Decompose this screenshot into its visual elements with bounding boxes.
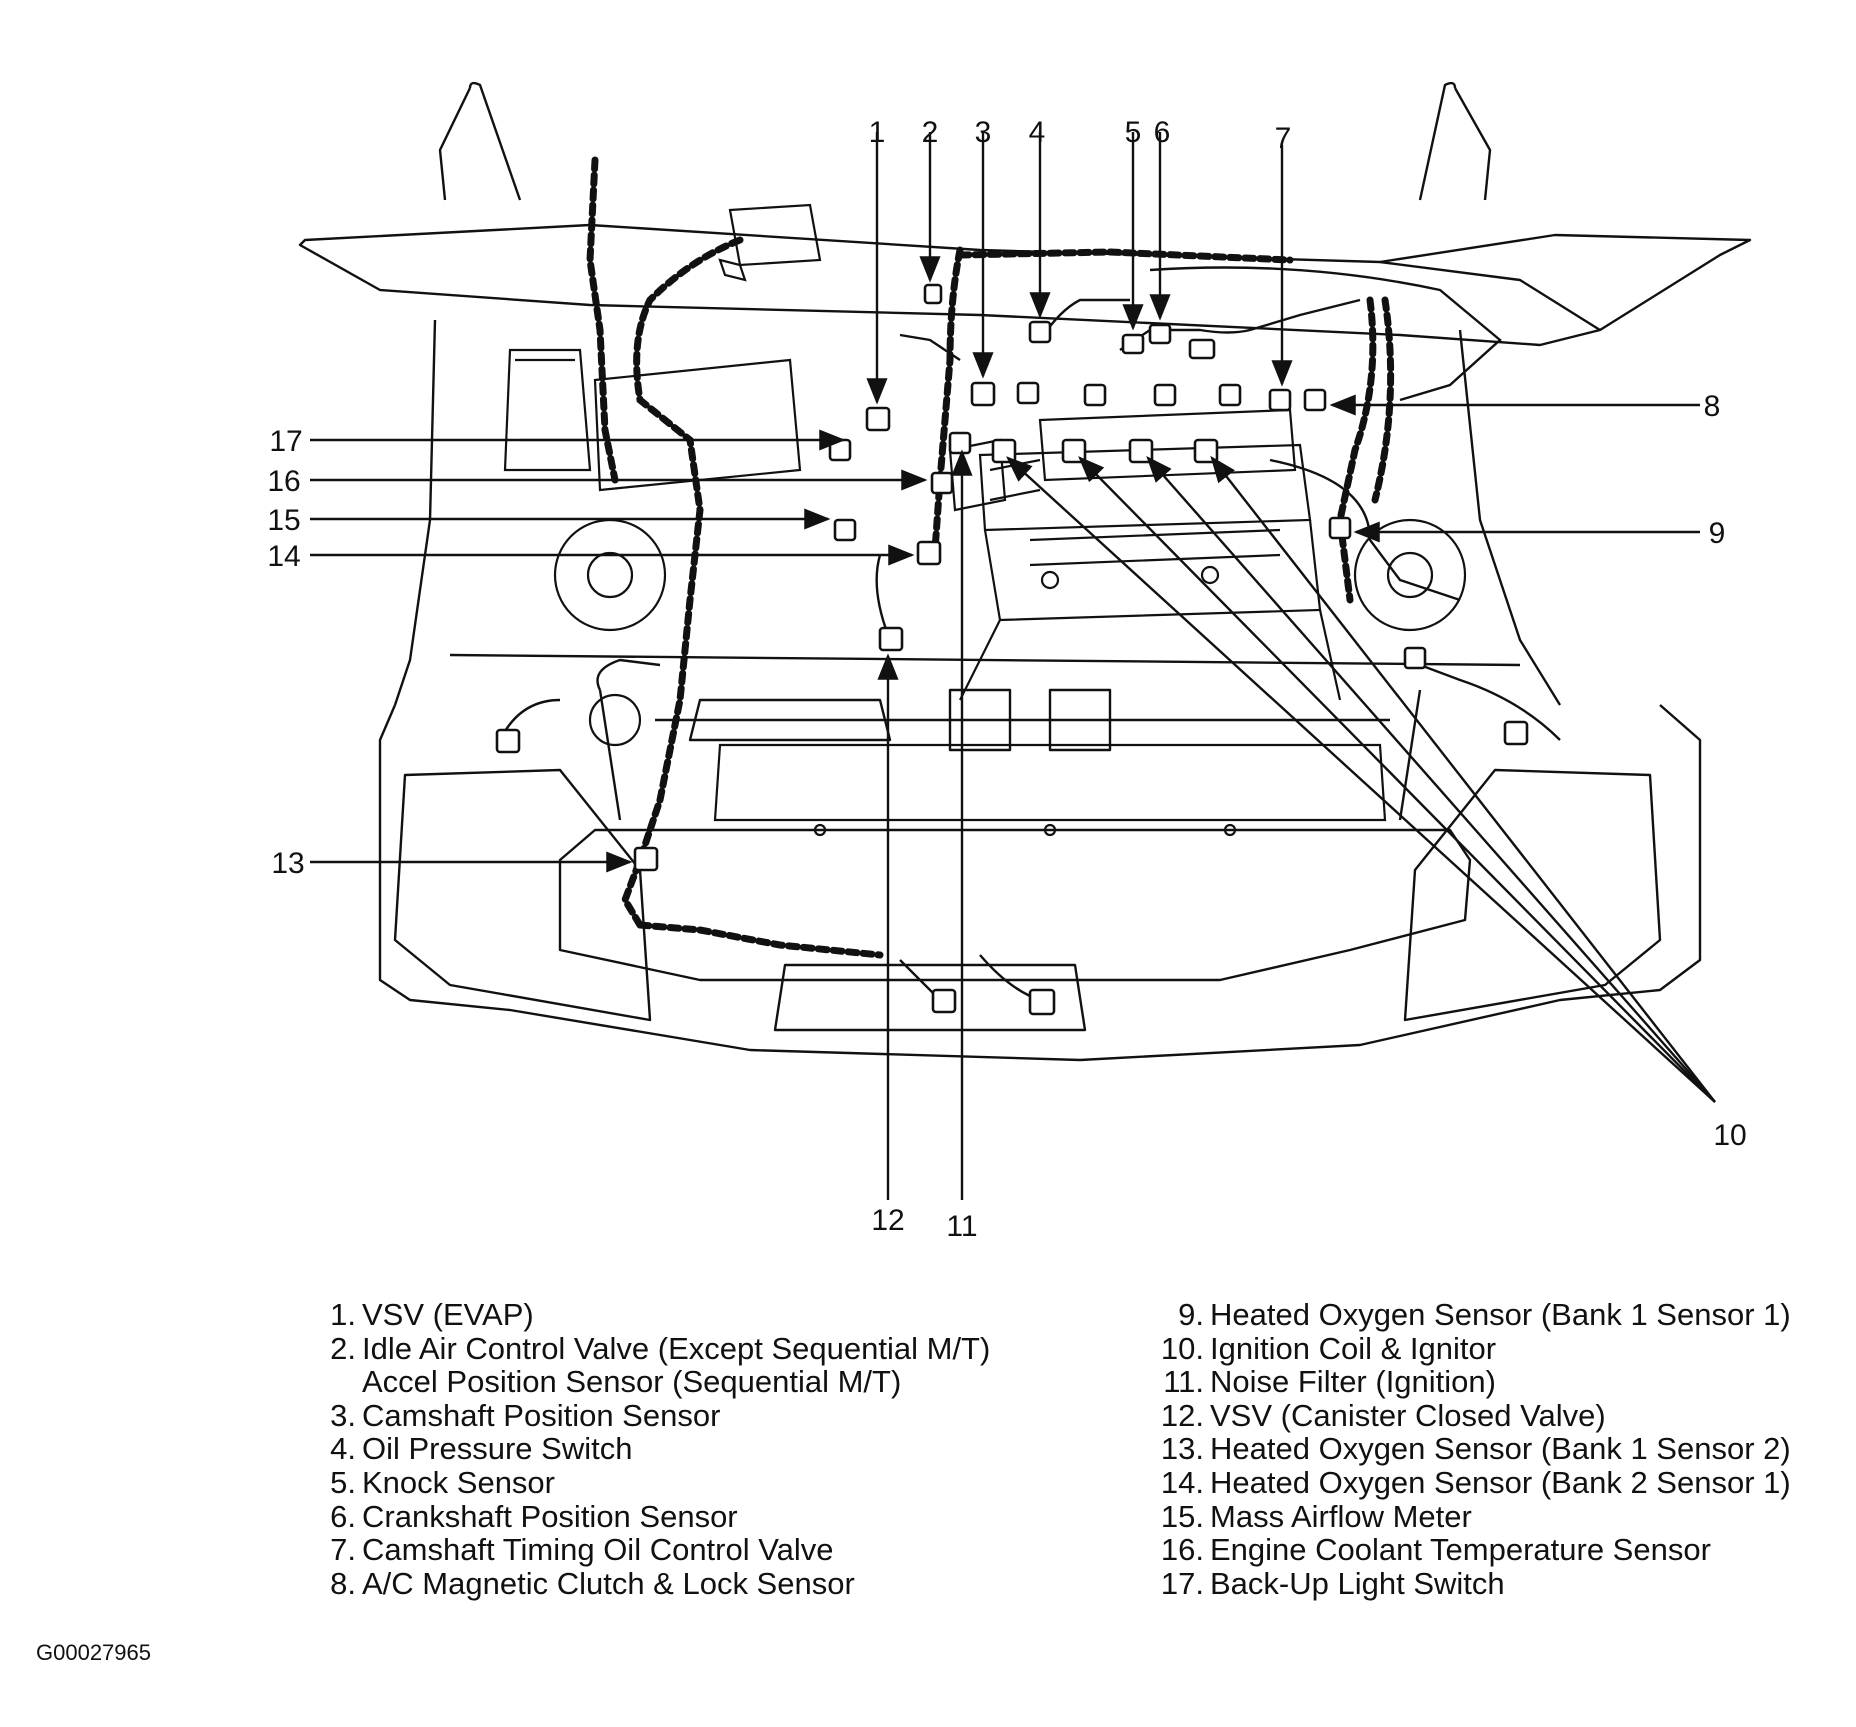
callout-15: 15 [267, 504, 300, 537]
callout-14: 14 [267, 540, 300, 573]
wire-harness [586, 156, 1395, 959]
callout-8: 8 [1704, 390, 1721, 423]
connectors [495, 283, 1529, 1016]
legend-item-8: 8.A/C Magnetic Clutch & Lock Sensor [330, 1565, 855, 1601]
legend-item-3: 3.Camshaft Position Sensor [330, 1397, 721, 1433]
legend-item-9: 9.Heated Oxygen Sensor (Bank 1 Sensor 1) [1178, 1297, 1791, 1332]
legend-right-column: 9.Heated Oxygen Sensor (Bank 1 Sensor 1)… [1142, 1298, 1842, 1600]
legend-item-16: 16.Engine Coolant Temperature Sensor [1160, 1532, 1711, 1568]
vehicle-body-outline [298, 81, 1752, 1062]
legend-item-11: 11.Noise Filter (Ignition) [1163, 1364, 1496, 1400]
callout-12: 12 [871, 1204, 904, 1237]
legend-item-15: 15.Mass Airflow Meter [1160, 1498, 1472, 1534]
callout-3: 3 [975, 116, 992, 149]
legend-item-2-line1: Idle Air Control Valve (Except Sequentia… [362, 1330, 991, 1366]
legend-item-12: 12.VSV (Canister Closed Valve) [1160, 1397, 1606, 1433]
callout-1: 1 [869, 116, 886, 149]
leader-10b [1078, 456, 1716, 1103]
legend-item-7: 7.Camshaft Timing Oil Control Valve [330, 1532, 834, 1568]
legend-item-5: 5.Knock Sensor [330, 1464, 555, 1500]
callout-11: 11 [946, 1210, 977, 1243]
callout-17: 17 [269, 425, 302, 458]
callout-13: 13 [271, 847, 304, 880]
legend-item-13: 13.Heated Oxygen Sensor (Bank 1 Sensor 2… [1160, 1431, 1791, 1467]
leader-10d [1210, 455, 1716, 1103]
callout-numbers: 1 2 3 4 5 6 7 8 9 10 11 12 13 14 15 16 1… [267, 116, 1746, 1243]
legend-left-column: 1.VSV (EVAP) 2. Idle Air Control Valve (… [310, 1298, 1070, 1600]
callout-2: 2 [922, 116, 939, 149]
callout-10: 10 [1713, 1119, 1746, 1152]
legend-item-4: 4.Oil Pressure Switch [330, 1431, 633, 1467]
engine-assembly [503, 203, 1467, 837]
legend-item-2: 2. Idle Air Control Valve (Except Sequen… [330, 1330, 991, 1400]
callout-7: 7 [1275, 122, 1292, 155]
callout-6: 6 [1154, 116, 1171, 149]
leader-10c [1146, 456, 1716, 1103]
legend-item-14: 14.Heated Oxygen Sensor (Bank 2 Sensor 1… [1160, 1464, 1791, 1500]
callout-9: 9 [1709, 517, 1726, 550]
sensor-wiring [498, 266, 1561, 1002]
legend-item-2-line2: Accel Position Sensor (Sequential M/T) [362, 1364, 902, 1400]
legend-item-1: 1.VSV (EVAP) [330, 1297, 534, 1332]
leader-10a [1006, 456, 1716, 1103]
leader-lines [310, 132, 1716, 1200]
callout-5: 5 [1125, 116, 1142, 149]
legend-item-10: 10.Ignition Coil & Ignitor [1160, 1330, 1497, 1366]
callout-16: 16 [267, 465, 300, 498]
legend-item-17: 17.Back-Up Light Switch [1160, 1565, 1505, 1601]
legend-item-6: 6.Crankshaft Position Sensor [330, 1498, 738, 1534]
figure-id: G00027965 [36, 1640, 151, 1665]
engine-compartment-diagram: 1 2 3 4 5 6 7 8 9 10 11 12 13 14 15 16 1… [267, 81, 1752, 1243]
callout-4: 4 [1029, 116, 1046, 149]
